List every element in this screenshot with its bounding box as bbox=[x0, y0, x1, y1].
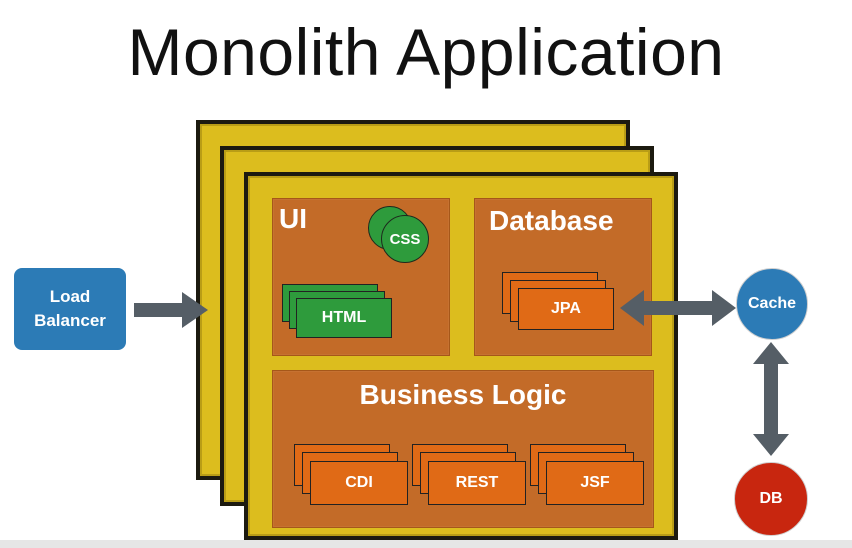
load-balancer-line1: Load bbox=[49, 287, 91, 306]
arrow-jpa-cache bbox=[620, 290, 736, 326]
bottom-bar bbox=[0, 540, 852, 548]
business-logic-label: Business Logic bbox=[359, 379, 567, 410]
css-badge: CSS bbox=[381, 215, 429, 263]
html-card: HTML bbox=[296, 298, 392, 338]
arrow-cache-db bbox=[753, 342, 789, 456]
load-balancer-line2: Balancer bbox=[34, 311, 106, 330]
jpa-card: JPA bbox=[518, 288, 614, 330]
rest-card: REST bbox=[428, 461, 526, 505]
arrow-loadbalancer-to-app bbox=[134, 292, 208, 328]
page-title: Monolith Application bbox=[127, 15, 725, 89]
cdi-card: CDI bbox=[310, 461, 408, 505]
db-node: DB bbox=[734, 462, 808, 536]
load-balancer: Load Balancer bbox=[14, 268, 126, 350]
database-section-label: Database bbox=[489, 205, 614, 236]
cache-node: Cache bbox=[736, 268, 808, 340]
ui-section-label: UI bbox=[279, 203, 307, 234]
jsf-card: JSF bbox=[546, 461, 644, 505]
